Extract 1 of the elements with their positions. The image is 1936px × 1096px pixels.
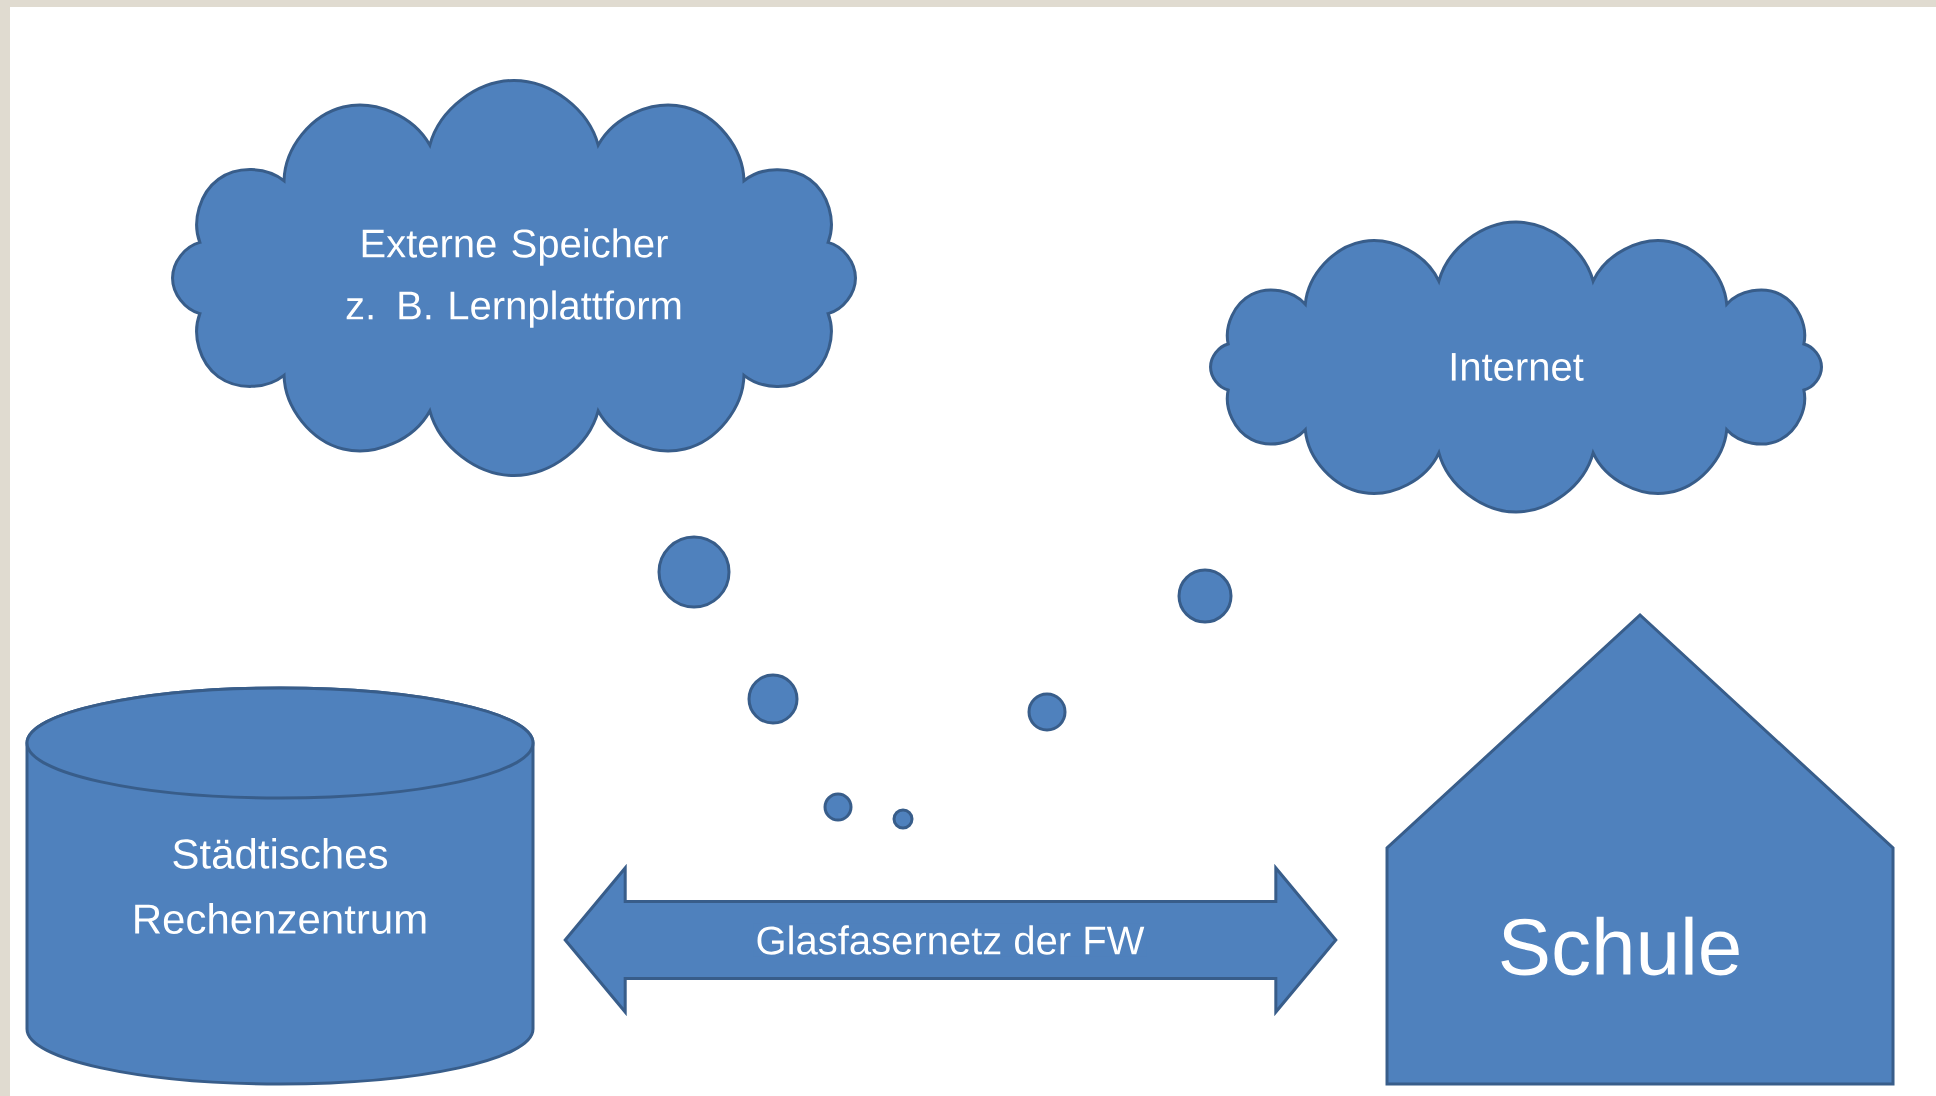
edge-label: Glasfasernetz der FW bbox=[757, 925, 1145, 955]
